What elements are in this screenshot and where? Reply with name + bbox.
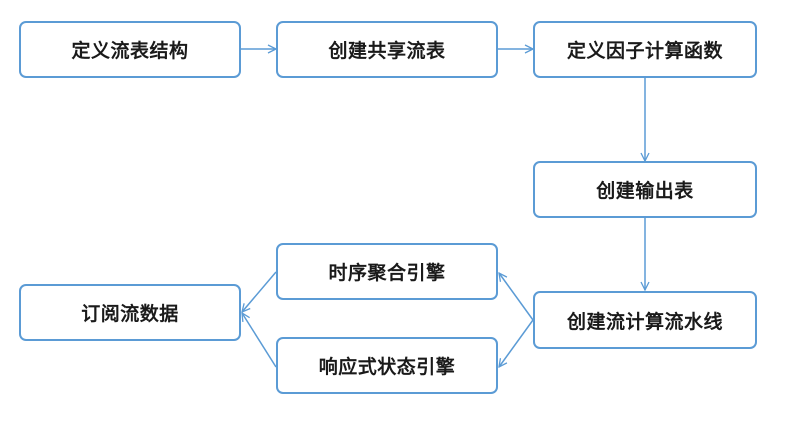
node-define-factor-func: 定义因子计算函数 (533, 21, 757, 78)
node-define-stream: 定义流表结构 (19, 21, 241, 78)
arrow-time-series-to-subscribe (242, 271, 277, 312)
node-create-output-table: 创建输出表 (533, 161, 757, 218)
node-create-pipeline: 创建流计算流水线 (533, 291, 757, 349)
arrow-pipeline-to-reactive-state-engine (499, 319, 534, 367)
arrow-pipeline-to-time-series-engine (499, 273, 534, 321)
node-subscribe-stream: 订阅流数据 (19, 284, 241, 341)
arrow-reactive-state-to-subscribe (242, 313, 277, 368)
node-reactive-state-engine: 响应式状态引擎 (276, 337, 498, 394)
node-create-shared-stream: 创建共享流表 (276, 21, 498, 78)
node-time-series-engine: 时序聚合引擎 (276, 243, 498, 300)
